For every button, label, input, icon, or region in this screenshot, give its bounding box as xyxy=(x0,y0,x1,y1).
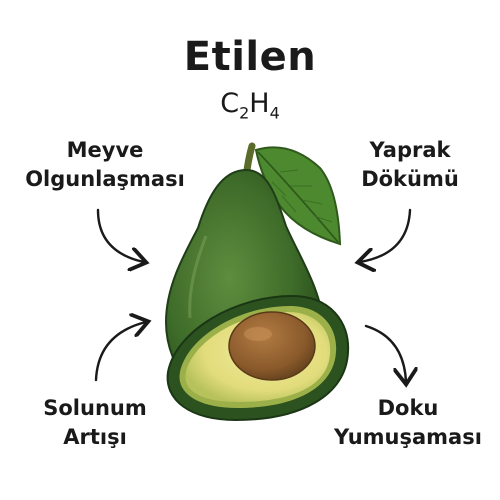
label-line: Solunum xyxy=(43,396,147,420)
label-line: Artışı xyxy=(63,425,127,449)
formula-hydrogen: H xyxy=(249,88,270,119)
formula-carbon: C xyxy=(220,88,240,119)
arrow-top-left xyxy=(96,208,144,262)
label-leaf-drop: Yaprak Dökümü xyxy=(330,136,490,194)
label-line: Yaprak xyxy=(369,138,451,162)
label-respiration-increase: Solunum Artışı xyxy=(20,394,170,452)
label-line: Doku xyxy=(377,396,439,420)
avocado-half xyxy=(166,294,350,422)
formula-carbon-count: 2 xyxy=(239,103,250,123)
leaf-icon xyxy=(254,146,342,246)
label-fruit-ripening: Meyve Olgunlaşması xyxy=(10,136,200,194)
label-line: Dökümü xyxy=(361,167,459,191)
chemical-formula: C2H4 xyxy=(0,88,500,122)
label-tissue-softening: Doku Yumuşaması xyxy=(318,394,498,452)
label-line: Olgunlaşması xyxy=(25,167,185,191)
diagram-title: Etilen xyxy=(183,34,317,80)
arrow-bottom-left xyxy=(94,322,146,382)
arrow-bottom-right xyxy=(364,324,406,382)
label-line: Meyve xyxy=(66,138,144,162)
formula-hydrogen-count: 4 xyxy=(269,103,280,123)
avocado-seed xyxy=(228,311,316,381)
arrow-top-right xyxy=(360,208,412,262)
label-line: Yumuşaması xyxy=(334,425,482,449)
